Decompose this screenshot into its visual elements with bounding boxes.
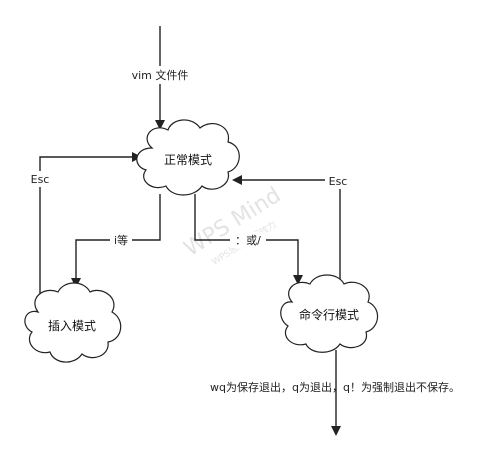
normal-to-insert-label: i等 xyxy=(114,233,128,247)
entry-label-bg xyxy=(121,66,199,84)
insert-mode-cloud xyxy=(24,282,122,363)
command-mode-cloud xyxy=(280,274,379,353)
insert-to-normal-arrow xyxy=(39,152,142,296)
normal-mode-label: 正常模式 xyxy=(164,153,212,167)
normal-to-command-label: ：或/ xyxy=(235,234,261,247)
insert-esc-label-bg xyxy=(27,171,53,187)
command-to-normal-label: Esc xyxy=(329,175,348,188)
command-mode-label: 命令行模式 xyxy=(299,307,359,322)
command-esc-label-bg xyxy=(325,173,351,189)
normal-to-command-label-bg xyxy=(230,232,266,248)
command-exit-label: wq为保存退出，q为退出，q！为强制退出不保存。 xyxy=(210,380,460,394)
insert-to-normal-label: Esc xyxy=(31,173,50,186)
entry-label: vim 文件件 xyxy=(132,68,189,82)
watermark: WPS Mind WPS思维导图效力 xyxy=(180,183,286,268)
normal-to-insert-label-bg xyxy=(110,232,132,248)
insert-mode-label: 插入模式 xyxy=(48,319,96,333)
normal-mode-cloud xyxy=(136,119,240,196)
command-to-normal-arrow xyxy=(232,175,341,282)
